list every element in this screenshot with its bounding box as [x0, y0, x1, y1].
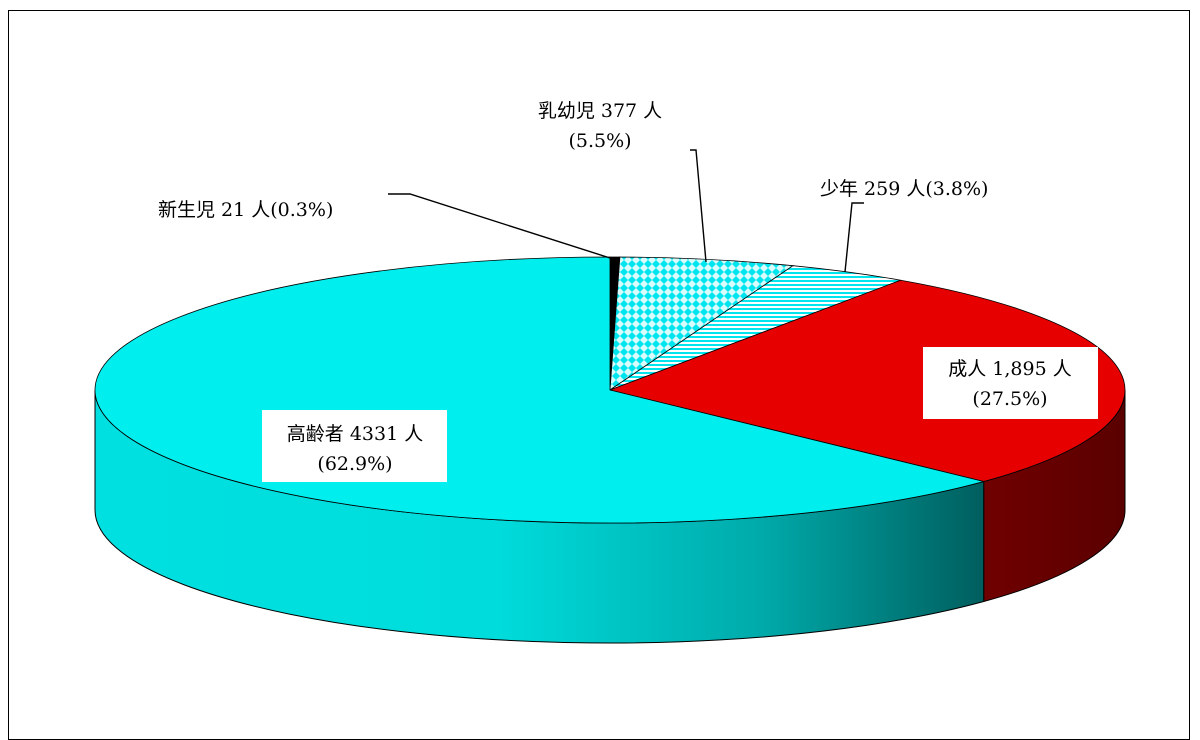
data-label-1: 乳幼児 377 人 [538, 100, 662, 122]
leader-line-1 [690, 149, 707, 263]
data-label-box-4 [262, 410, 447, 482]
data-label-2: 少年 259 人(3.8%) [820, 178, 988, 200]
pie-slice-3 [608, 279, 1126, 482]
data-label-percent-4: (62.9%) [317, 453, 392, 475]
data-label-3: 成人 1,895 人 [948, 358, 1071, 380]
leader-line-0 [388, 193, 611, 259]
data-label-0: 新生児 21 人(0.3%) [158, 199, 333, 221]
data-label-percent-3: (27.5%) [972, 388, 1047, 410]
data-label-box-3 [923, 347, 1098, 419]
pie-slice-1 [609, 256, 795, 391]
data-label-percent-1: (5.5%) [568, 130, 631, 152]
data-label-4: 高齢者 4331 人 [287, 423, 423, 445]
leader-line-2 [844, 202, 864, 273]
